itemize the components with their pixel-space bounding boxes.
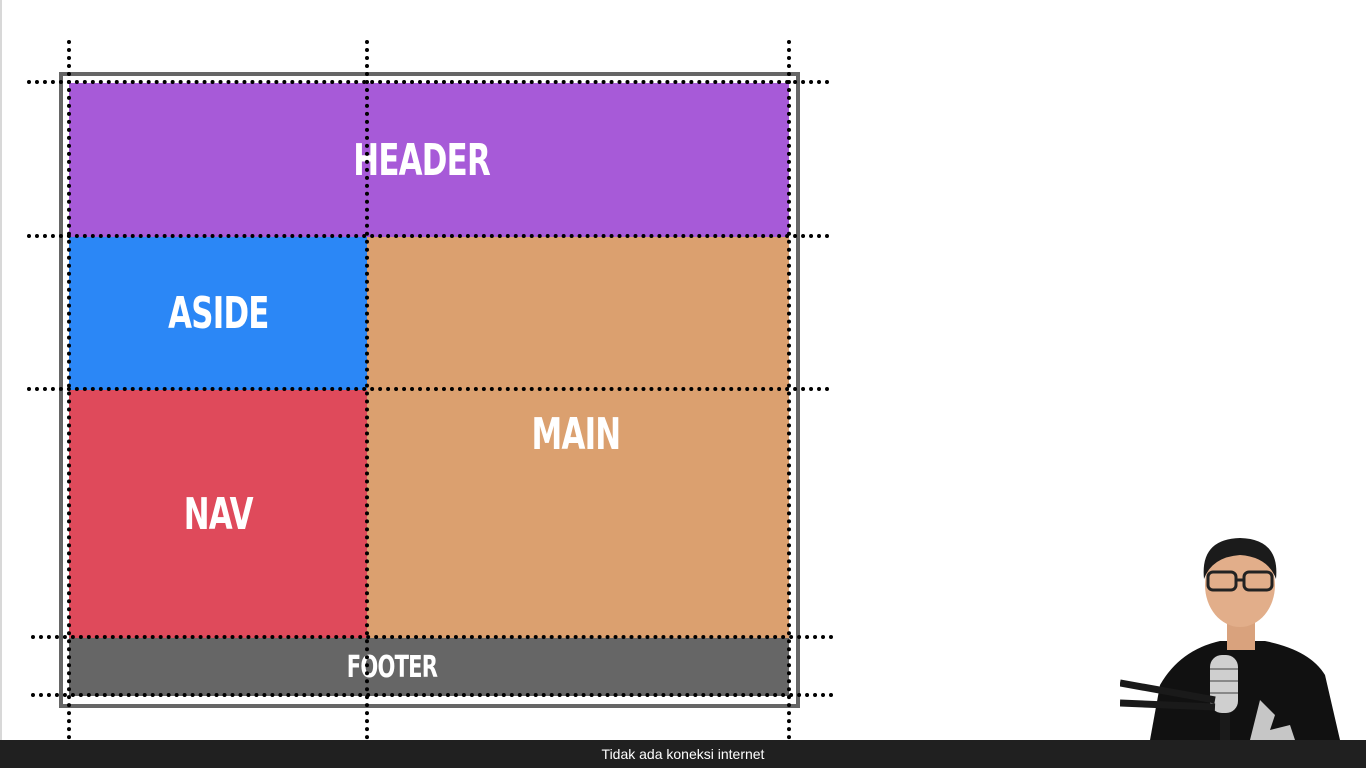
- nav-area: NAV: [69, 390, 367, 638]
- network-status-bar: Tidak ada koneksi internet: [0, 740, 1366, 768]
- grid-line-row-2: [27, 234, 830, 238]
- aside-label: ASIDE: [167, 288, 269, 339]
- window-edge: [0, 0, 2, 740]
- footer-area: FOOTER: [69, 638, 789, 696]
- grid-line-col-1: [67, 40, 71, 740]
- no-connection-message: Tidak ada koneksi internet: [601, 746, 765, 762]
- main-label: MAIN: [531, 409, 621, 460]
- nav-label: NAV: [183, 488, 254, 540]
- header-label: HEADER: [353, 134, 490, 186]
- grid-line-row-1: [27, 80, 830, 84]
- grid-line-row-5: [31, 693, 834, 697]
- grid-line-row-3: [27, 387, 830, 391]
- main-area: MAIN: [367, 237, 789, 638]
- aside-area: ASIDE: [69, 237, 367, 390]
- grid-line-col-2: [365, 40, 369, 740]
- presenter-webcam-video: [1120, 538, 1340, 740]
- grid-line-row-4: [31, 635, 834, 639]
- footer-label: FOOTER: [346, 649, 437, 685]
- grid-line-col-3: [787, 40, 791, 740]
- header-area: HEADER: [69, 83, 789, 237]
